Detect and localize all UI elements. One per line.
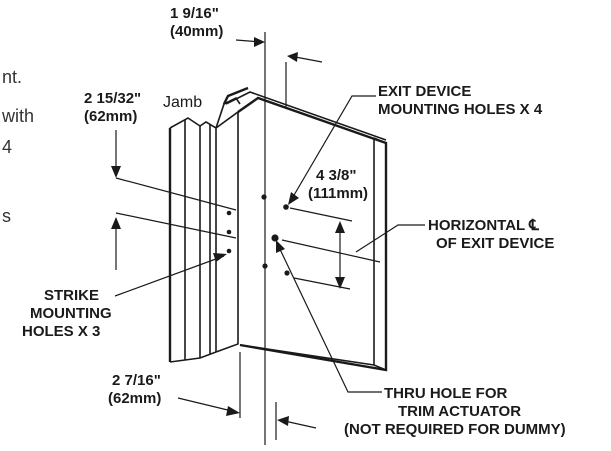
dimension-left: 2 15/32" (62mm)	[84, 90, 141, 270]
dimension-bottom: 2 7/16" (62mm)	[108, 372, 317, 429]
cutoff-text-line2: with	[1, 106, 34, 126]
door-panel	[215, 91, 388, 372]
exit-hole-1	[261, 194, 267, 200]
dimension-top: 1 9/16" (40mm)	[170, 5, 323, 63]
jamb-frame	[168, 86, 249, 363]
cutoff-text-line3: 4	[2, 137, 12, 157]
strike-hole-3	[226, 248, 232, 254]
exit-hole-2	[283, 204, 289, 210]
dim-left-metric: (62mm)	[84, 108, 137, 125]
thru-hole-label-line1: THRU HOLE FOR	[384, 385, 507, 402]
exit-hole-4	[284, 270, 290, 276]
exit-device-label-line1: EXIT DEVICE	[378, 83, 471, 100]
leader-horizontal-cl	[355, 224, 425, 253]
extension-lines	[115, 32, 381, 445]
horizontal-cl-label-line2: OF EXIT DEVICE	[436, 235, 554, 252]
dim-left-imperial: 2 15/32"	[84, 90, 141, 107]
strike-label-line2: MOUNTING	[30, 305, 112, 322]
cutoff-text-line1: nt.	[2, 67, 22, 87]
leader-thru-hole	[276, 240, 382, 393]
leader-exit-device	[288, 95, 376, 205]
strike-hole-1	[226, 210, 232, 216]
cutoff-text-line4: s	[2, 206, 11, 226]
strike-hole-2	[226, 229, 232, 235]
dim-bottom-imperial: 2 7/16"	[112, 372, 161, 389]
strike-holes	[226, 210, 232, 254]
jamb-label: Jamb	[163, 94, 202, 111]
dimension-right: 4 3/8" (111mm)	[308, 167, 368, 289]
dim-right-metric: (111mm)	[308, 185, 368, 202]
leader-strike	[114, 253, 227, 297]
strike-label-line3: HOLES X 3	[22, 323, 100, 340]
exit-device-holes	[261, 194, 290, 276]
thru-hole	[271, 234, 279, 242]
thru-hole-label-line2: TRIM ACTUATOR	[398, 403, 521, 420]
thru-hole-label-line3: (NOT REQUIRED FOR DUMMY)	[344, 421, 566, 438]
dim-top-imperial: 1 9/16"	[170, 5, 219, 22]
exit-device-label-line2: MOUNTING HOLES X 4	[378, 101, 543, 118]
horizontal-cl-label-line1: HORIZONTAL ℄	[428, 217, 539, 234]
dim-right-imperial: 4 3/8"	[316, 167, 356, 184]
strike-label-line1: STRIKE	[44, 287, 99, 304]
dim-top-metric: (40mm)	[170, 23, 223, 40]
dim-bottom-metric: (62mm)	[108, 390, 161, 407]
